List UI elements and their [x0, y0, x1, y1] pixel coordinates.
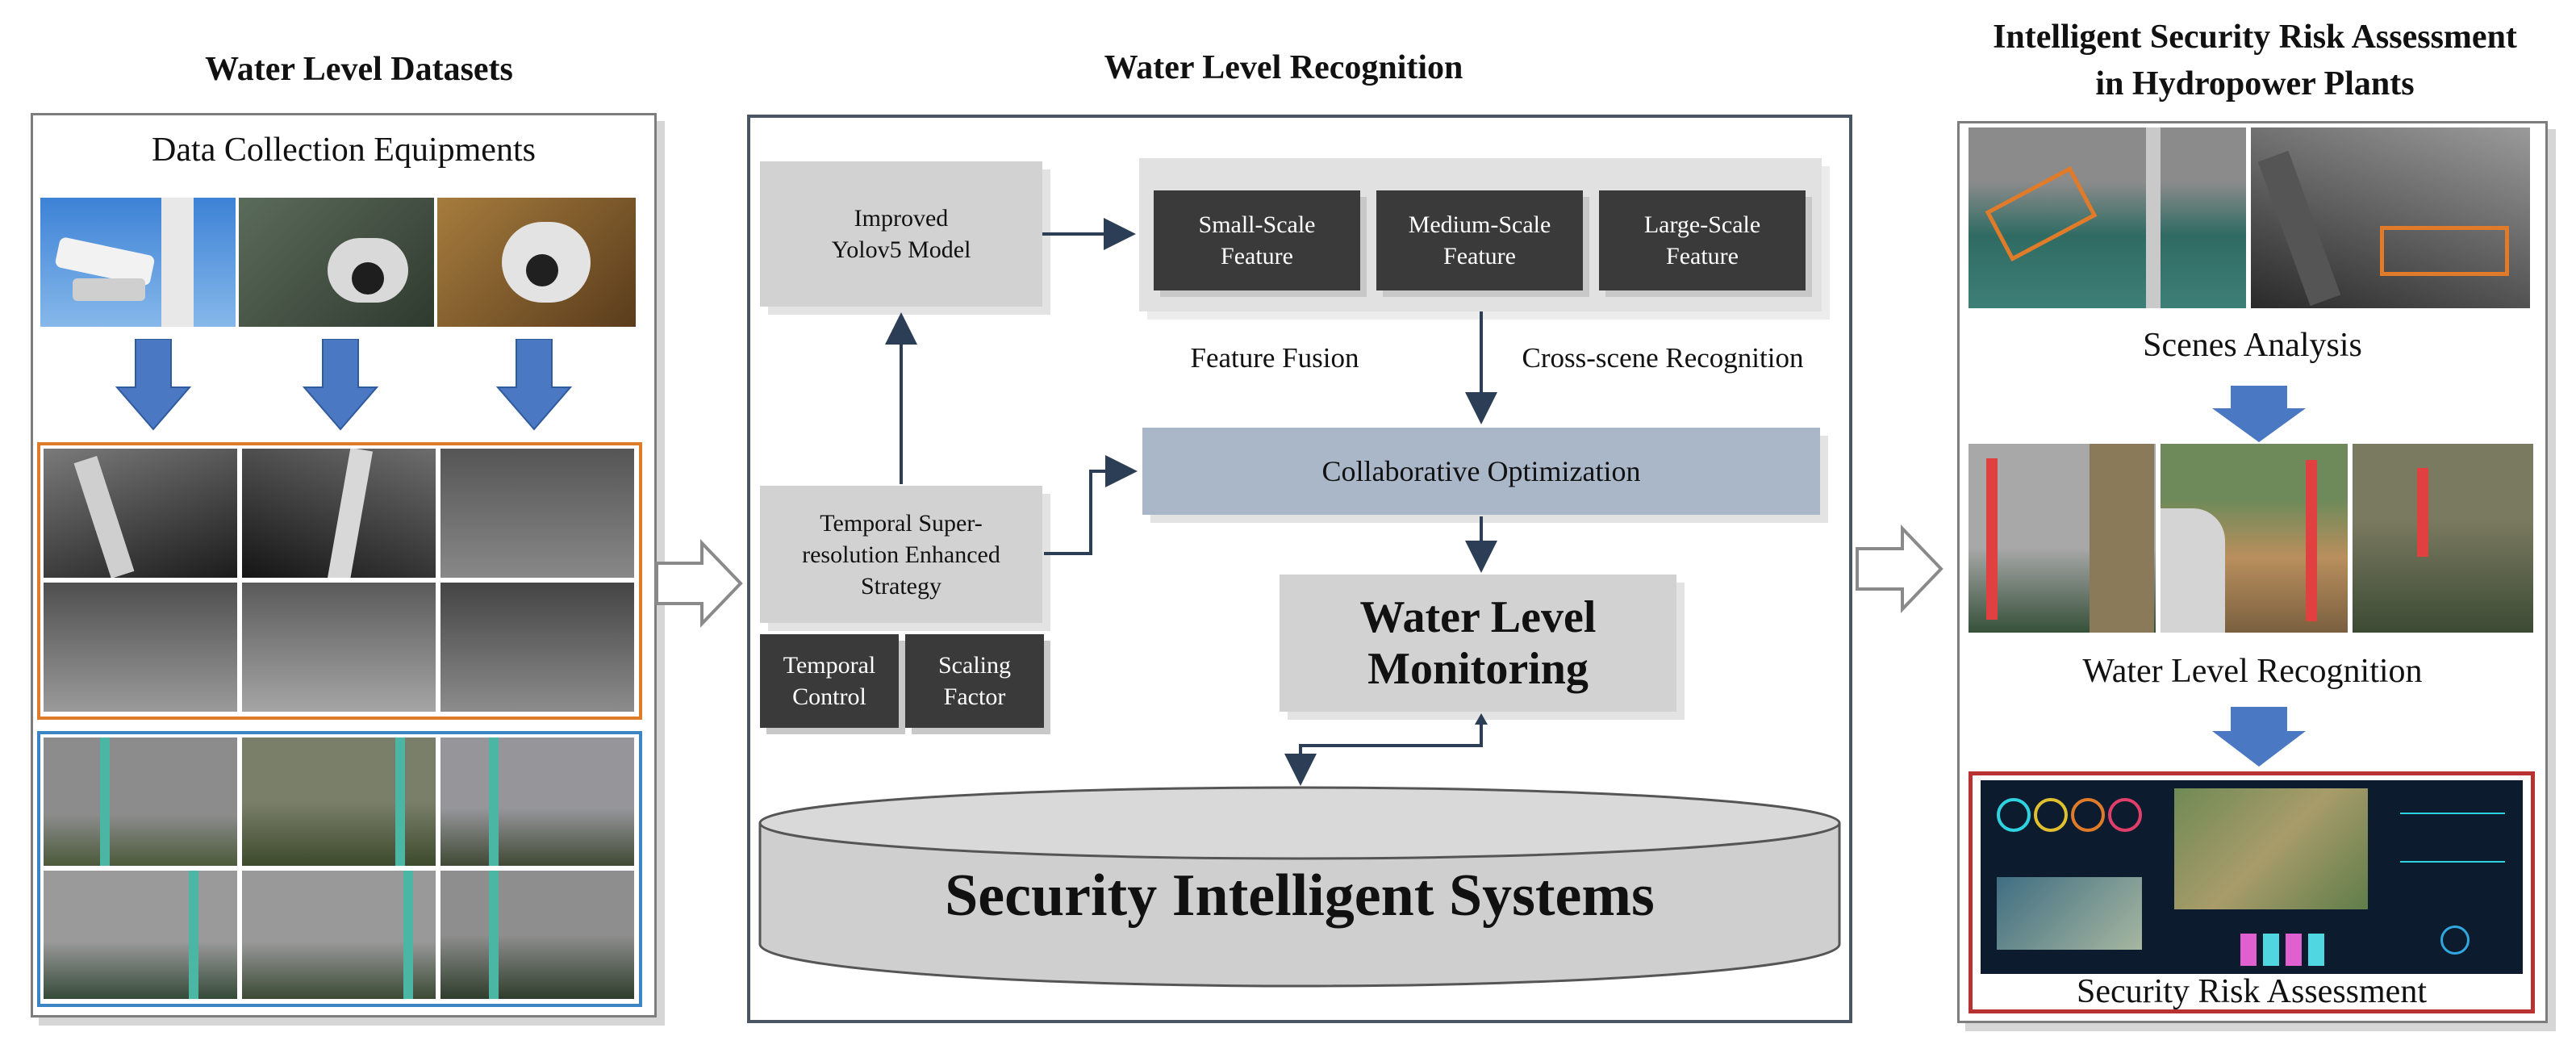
scene-photo-1 — [1969, 127, 2246, 308]
data-collection-label: Data Collection Equipments — [152, 132, 536, 169]
water-level-recognition-label: Water Level Recognition — [2082, 653, 2423, 690]
improved-model-box: Improved Yolov5 Model — [760, 161, 1042, 307]
database-cylinder-icon — [758, 786, 1841, 988]
recognition-photo-2 — [2161, 444, 2348, 633]
camera-photo-3 — [437, 198, 636, 327]
down-arrow-icon — [302, 339, 379, 431]
dashboard-screen — [1981, 780, 2523, 974]
middle-title: Water Level Recognition — [1104, 49, 1463, 86]
feature-box-large: Large-Scale Feature — [1599, 190, 1806, 290]
temporal-strategy-box: Temporal Super-resolution Enhanced Strat… — [760, 486, 1042, 623]
recognition-photo-3 — [2353, 444, 2533, 633]
down-arrow-icon — [2212, 707, 2306, 767]
recognition-photo-1 — [1969, 444, 2156, 633]
right-title-line2: in Hydropower Plants — [2095, 65, 2415, 102]
cross-scene-label: Cross-scene Recognition — [1522, 342, 1804, 374]
hollow-right-arrow-icon — [655, 539, 743, 628]
down-arrow-icon — [2212, 386, 2306, 442]
systems-label: Security Intelligent Systems — [945, 863, 1655, 929]
down-arrow-icon — [495, 339, 573, 431]
down-arrow-icon — [115, 339, 192, 431]
camera-photo-1 — [40, 198, 236, 327]
risk-dashboard-frame: Security Risk Assessment — [1969, 771, 2535, 1013]
temporal-control-box: Temporal Control — [760, 634, 899, 728]
gauge-image-grid — [37, 731, 642, 1007]
hollow-right-arrow-icon — [1856, 524, 1943, 613]
right-title-line1: Intelligent Security Risk Assessment — [1993, 19, 2517, 56]
feature-box-small: Small-Scale Feature — [1154, 190, 1360, 290]
feature-fusion-label: Feature Fusion — [1190, 342, 1359, 374]
collaborative-optimization-box: Collaborative Optimization — [1142, 428, 1820, 515]
monitoring-box: Water Level Monitoring — [1280, 575, 1676, 712]
feature-box-medium: Medium-Scale Feature — [1376, 190, 1583, 290]
scenes-analysis-label: Scenes Analysis — [2143, 327, 2362, 364]
left-title: Water Level Datasets — [205, 51, 513, 88]
scaling-factor-box: Scaling Factor — [905, 634, 1044, 728]
scene-photo-2 — [2251, 127, 2530, 308]
security-risk-label: Security Risk Assessment — [2076, 973, 2427, 1010]
grayscale-image-grid — [37, 442, 642, 720]
camera-photo-2 — [239, 198, 434, 327]
